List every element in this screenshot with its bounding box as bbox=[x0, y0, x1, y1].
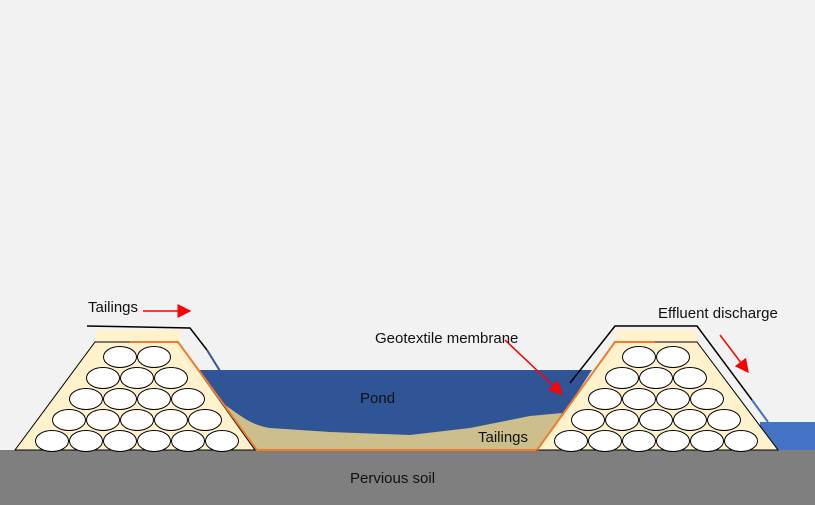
right-cover-line bbox=[569, 325, 753, 401]
boulder bbox=[656, 388, 690, 410]
boulder bbox=[639, 409, 673, 431]
boulder bbox=[571, 409, 605, 431]
boulder bbox=[205, 430, 239, 452]
boulder bbox=[137, 430, 171, 452]
left-embankment-crest bbox=[95, 330, 180, 343]
boulder bbox=[673, 409, 707, 431]
right-membrane-top bbox=[536, 341, 655, 451]
left-overflow-line bbox=[206, 349, 221, 372]
boulder bbox=[120, 409, 154, 431]
boulder bbox=[69, 388, 103, 410]
boulder bbox=[605, 409, 639, 431]
boulder bbox=[690, 388, 724, 410]
boulder bbox=[622, 388, 656, 410]
boulder bbox=[137, 346, 171, 368]
boulder bbox=[171, 430, 205, 452]
boulder bbox=[588, 388, 622, 410]
boulder bbox=[622, 346, 656, 368]
boulder bbox=[120, 367, 154, 389]
pervious-soil bbox=[0, 450, 815, 505]
effluent-flow-arrow bbox=[719, 334, 749, 374]
boulder bbox=[154, 409, 188, 431]
boulder bbox=[588, 430, 622, 452]
boulder bbox=[656, 346, 690, 368]
left-cover-line bbox=[86, 325, 208, 351]
boulder bbox=[554, 430, 588, 452]
boulder bbox=[103, 388, 137, 410]
boulder bbox=[86, 409, 120, 431]
boulder bbox=[35, 430, 69, 452]
boulder bbox=[171, 388, 205, 410]
boulder bbox=[724, 430, 758, 452]
boulder bbox=[622, 430, 656, 452]
boulder bbox=[154, 367, 188, 389]
boulder bbox=[103, 346, 137, 368]
geotextile-pointer-arrow bbox=[504, 339, 564, 395]
boulder bbox=[52, 409, 86, 431]
boulder bbox=[673, 367, 707, 389]
boulder bbox=[690, 430, 724, 452]
right-discharge-line bbox=[751, 399, 769, 423]
pond-tailings bbox=[225, 405, 562, 450]
boulder bbox=[656, 430, 690, 452]
right-embankment-boulders bbox=[554, 346, 758, 452]
left-embankment-boulders bbox=[35, 346, 239, 452]
right-embankment-crest bbox=[615, 330, 697, 343]
boulder bbox=[86, 367, 120, 389]
label-effluent-discharge: Effluent discharge bbox=[658, 305, 778, 322]
label-pond: Pond bbox=[360, 390, 395, 407]
boulder bbox=[103, 430, 137, 452]
boulder bbox=[69, 430, 103, 452]
label-tailings-top: Tailings bbox=[88, 299, 138, 316]
boulder bbox=[188, 409, 222, 431]
boulder bbox=[707, 409, 741, 431]
label-tailings-pond: Tailings bbox=[478, 429, 528, 446]
label-pervious-soil: Pervious soil bbox=[350, 470, 435, 487]
boulder bbox=[137, 388, 171, 410]
boulder bbox=[639, 367, 673, 389]
label-geotextile-membrane: Geotextile membrane bbox=[375, 330, 518, 347]
boulder bbox=[605, 367, 639, 389]
